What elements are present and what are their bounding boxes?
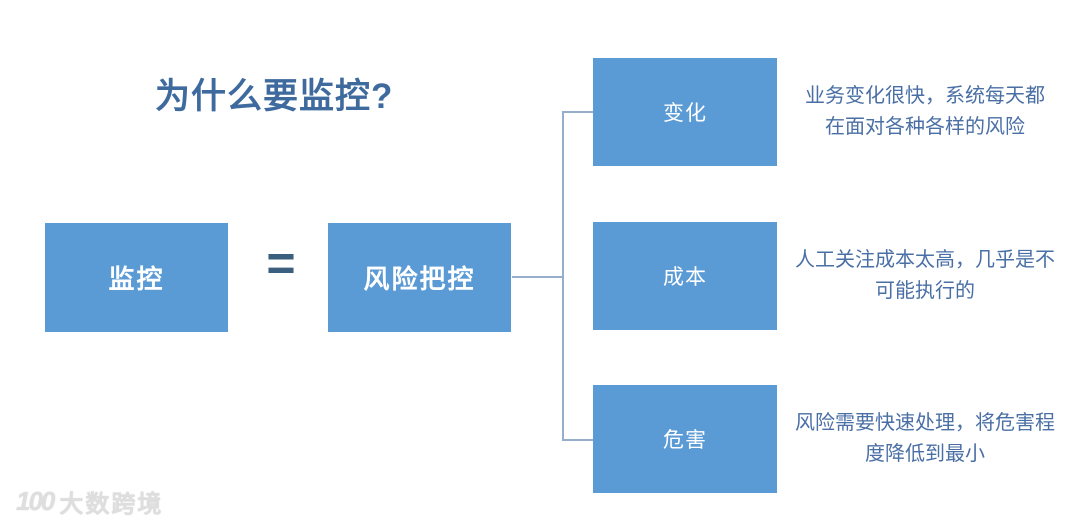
branch-description-harm-line2: 度降低到最小 xyxy=(865,443,985,465)
watermark: 100 大数跨境 xyxy=(16,484,163,519)
page-title: 为什么要监控? xyxy=(155,77,394,116)
connector-top-branch xyxy=(562,111,593,113)
monitor-box: 监控 xyxy=(45,223,228,332)
monitor-box-label: 监控 xyxy=(108,264,165,294)
watermark-text: 大数跨境 xyxy=(59,491,164,518)
connector-main-horizontal xyxy=(512,276,563,278)
risk-control-box: 风险把控 xyxy=(328,223,511,332)
connector-bottom-branch xyxy=(562,439,593,441)
branch-description-cost: 人工关注成本太高，几乎是不 可能执行的 xyxy=(786,245,1064,307)
branch-box-cost: 成本 xyxy=(593,222,777,330)
branch-description-change-line1: 业务变化很快，系统每天都 xyxy=(805,85,1045,107)
branch-description-change: 业务变化很快，系统每天都 在面对各种各样的风险 xyxy=(786,81,1064,143)
risk-control-box-label: 风险把控 xyxy=(363,264,476,294)
branch-description-cost-line2: 可能执行的 xyxy=(875,280,975,302)
watermark-logo-icon: 100 xyxy=(16,486,55,516)
branch-box-harm-label: 危害 xyxy=(663,429,707,452)
connector-vertical xyxy=(562,111,564,441)
branch-box-change: 变化 xyxy=(593,58,777,166)
branch-description-harm-line1: 风险需要快速处理，将危害程 xyxy=(795,412,1055,434)
branch-box-cost-label: 成本 xyxy=(663,266,707,289)
equals-sign: = xyxy=(266,235,296,291)
branch-description-harm: 风险需要快速处理，将危害程 度降低到最小 xyxy=(786,408,1064,470)
branch-box-change-label: 变化 xyxy=(663,102,707,125)
branch-box-harm: 危害 xyxy=(593,385,777,493)
branch-description-change-line2: 在面对各种各样的风险 xyxy=(825,116,1025,138)
branch-description-cost-line1: 人工关注成本太高，几乎是不 xyxy=(795,249,1055,271)
